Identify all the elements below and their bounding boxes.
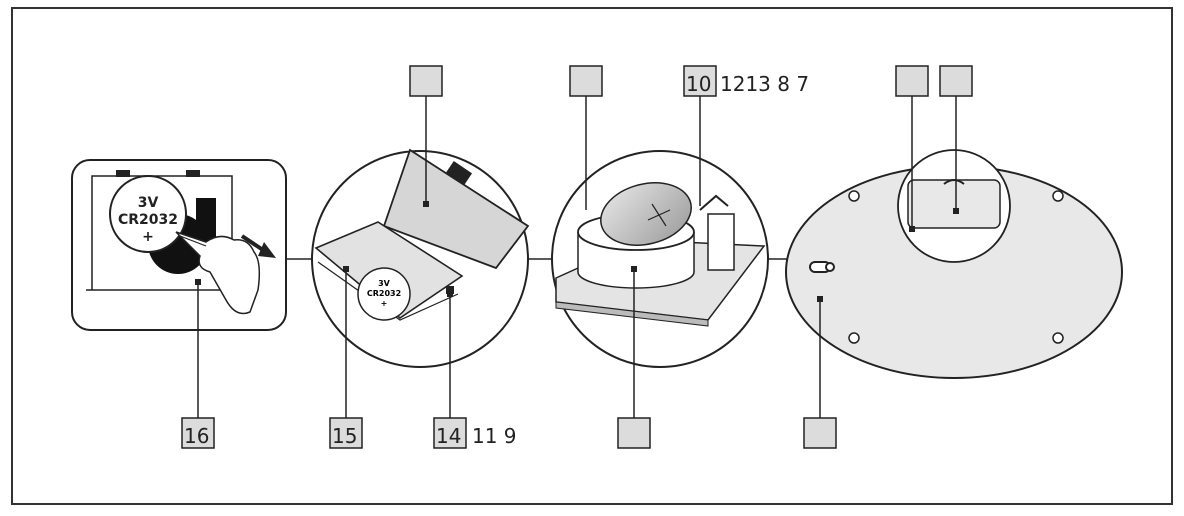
battery-model-large: CR2032 [118,212,178,228]
callout-label-14-extra: 11 9 [472,424,517,448]
callout-box-10 [683,65,717,97]
callout-box-16 [181,417,215,449]
screw-hole-icon [848,332,860,344]
callout-box-top [895,65,929,97]
battery-door [907,179,1001,229]
battery-sign-small: + [381,299,388,308]
coin-battery-small [357,267,411,321]
battery-model-small: CR2032 [367,289,401,298]
battery-sign-large: + [142,229,154,245]
screw-hole-icon [848,190,860,202]
panel-battery-compartment: 3V CR2032 + [311,96,530,418]
screw-hole-icon [1052,332,1064,344]
battery-voltage-large: 3V [138,195,159,211]
callout-label-16: 16 [184,424,209,448]
callout-label-15: 15 [332,424,357,448]
callout-label-10: 10 [686,72,711,96]
callout-label-10-extra: 1213 8 7 [720,72,809,96]
callout-box-15 [329,417,363,449]
callout-box-bottom [617,417,651,449]
panel-battery-removal: 3V CR2032 + [71,159,287,418]
panel-battery-holder [551,96,769,418]
screw-hole-icon [1052,190,1064,202]
outer-frame [11,7,1173,505]
callout-box-top [569,65,603,97]
callout-box-top [409,65,443,97]
callout-box-14 [433,417,467,449]
battery-voltage-small: 3V [378,279,391,288]
compartment-lid [382,148,530,270]
callout-box-top [939,65,973,97]
callout-label-14: 14 [436,424,461,448]
panel-back-cover [785,96,1123,418]
coin-battery-large [109,175,187,253]
callout-box-bottom [803,417,837,449]
hand-illustration [175,231,261,315]
coin-battery-holder [600,182,692,246]
hanging-hole-icon [825,262,835,272]
direction-arrow-icon [258,242,276,258]
